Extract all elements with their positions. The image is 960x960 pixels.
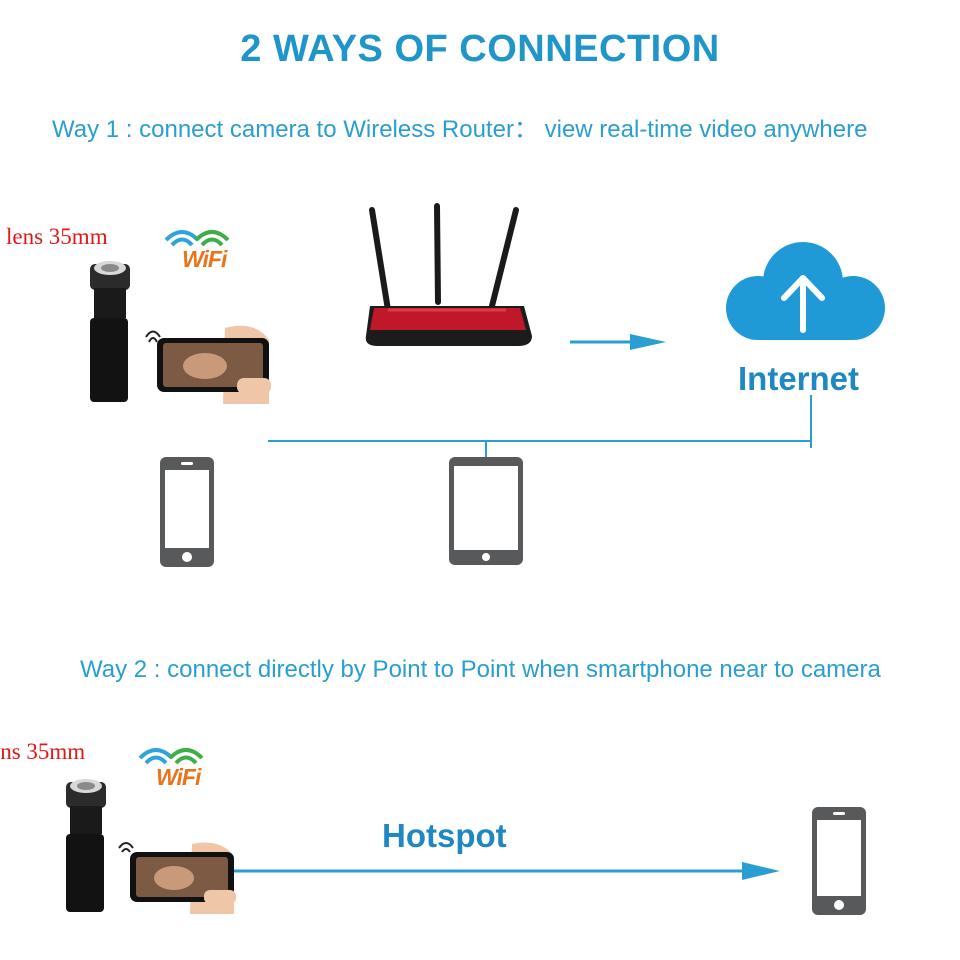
wifi-signal-icon <box>138 748 204 765</box>
way1-lens-label: lens 35mm <box>6 224 108 249</box>
way2-wifi-text: WiFi <box>156 764 201 790</box>
way2-description: Way 2 : connect directly by Point to Poi… <box>80 656 881 683</box>
hotspot-label: Hotspot <box>382 817 507 854</box>
way2-wifi-logo: WiFi <box>136 744 216 792</box>
way2-smartphone-icon <box>812 807 866 915</box>
hotspot-arrow <box>234 862 780 880</box>
cloud-upload-icon <box>726 242 885 340</box>
tablet-icon <box>449 457 523 565</box>
internet-label: Internet <box>738 360 860 397</box>
way1-smartphone-icon <box>160 457 214 567</box>
way2-lens-label: ens 35mm <box>0 739 86 764</box>
router-to-internet-arrow <box>570 334 666 350</box>
way1-wifi-logo: WiFi <box>162 226 242 274</box>
way1-hand-phone-icon <box>145 325 271 404</box>
wireless-router-icon <box>365 203 532 346</box>
way2-hand-phone-icon <box>118 842 236 914</box>
way1-camera-lens-icon <box>90 261 130 402</box>
way1-description: Way 1 : connect camera to Wireless Route… <box>52 116 868 143</box>
way1-wifi-text: WiFi <box>182 246 227 272</box>
wifi-signal-icon <box>164 230 230 247</box>
page-title: 2 WAYS OF CONNECTION <box>240 28 720 70</box>
way2-camera-lens-icon <box>66 779 106 912</box>
